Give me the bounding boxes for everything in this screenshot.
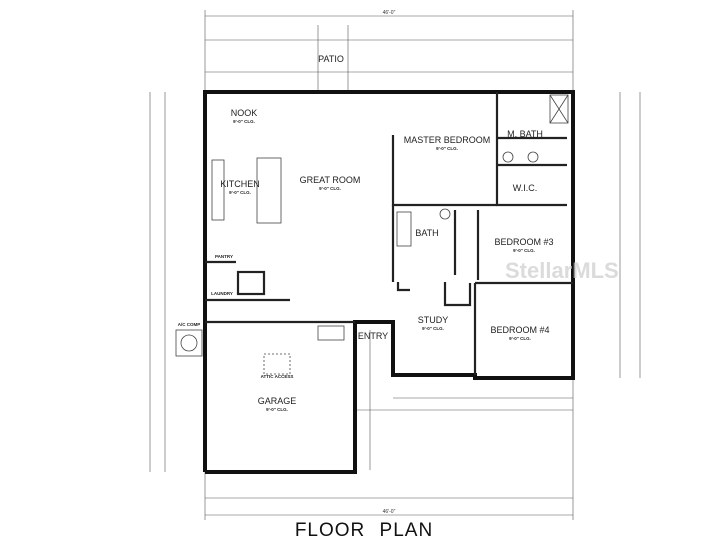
label-master-bedroom: MASTER BEDROOM [404,135,491,145]
label-patio: PATIO [318,54,344,64]
ceiling-note: 9'-0" CLG. [509,336,531,341]
label-ac: A/C COMP [178,322,201,327]
label-nook: NOOK [231,108,258,118]
label-bedroom-3: BEDROOM #3 [494,237,553,247]
label-kitchen: KITCHEN [220,179,260,189]
label-garage: GARAGE [258,396,297,406]
label-pantry: PANTRY [215,254,233,259]
label-bedroom-4: BEDROOM #4 [490,325,549,335]
label-laundry: LAUNDRY [211,291,233,296]
label-wic: W.I.C. [513,183,538,193]
drawing-title: FLOOR PLAN [294,520,434,541]
ceiling-note: 9'-0" CLG. [229,190,251,195]
ceiling-note: 9'-0" CLG. [513,248,535,253]
interior-walls [175,92,573,375]
label-study: STUDY [418,315,449,325]
label-bath: BATH [415,228,438,238]
ceiling-note: 9'-0" CLG. [319,186,341,191]
label-attic-access: ATTIC ACCESS [261,374,294,379]
room-labels: PATIO NOOK 9'-0" CLG. KITCHEN 9'-0" CLG.… [178,54,554,412]
overall-dimension-bottom: 46'-0" [383,509,396,515]
ceiling-note: 9'-0" CLG. [422,326,444,331]
ceiling-note: 9'-0" CLG. [266,407,288,412]
ceiling-note: 9'-0" CLG. [233,119,255,124]
overall-dimension-top: 46'-0" [383,10,396,16]
dimension-lines [149,10,641,520]
watermark: StellarMLS [505,258,619,283]
label-master-bath: M. BATH [507,129,543,139]
label-entry: ENTRY [358,331,388,341]
ceiling-note: 9'-0" CLG. [436,146,458,151]
label-great-room: GREAT ROOM [300,175,361,185]
